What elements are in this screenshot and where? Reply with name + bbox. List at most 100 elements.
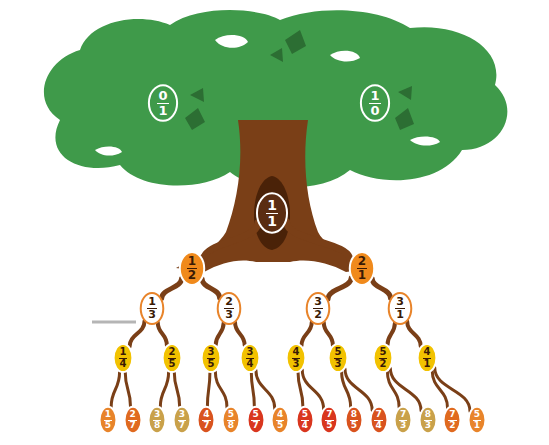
denominator: 5 [325, 421, 333, 430]
fraction-node: 83 [419, 406, 437, 434]
numerator: 4 [276, 410, 284, 420]
canopy-gap [215, 35, 248, 48]
fraction: 47 [202, 410, 210, 430]
denominator: 3 [399, 421, 407, 430]
numerator: 1 [187, 255, 197, 269]
denominator: 1 [473, 421, 481, 430]
fraction-node: 10 [360, 84, 390, 122]
branch [388, 323, 395, 345]
leaf-cluster [185, 88, 205, 130]
denominator: 1 [157, 104, 168, 118]
leaf-cluster [270, 30, 306, 62]
numerator: 3 [153, 410, 161, 420]
fraction-node: 57 [247, 406, 265, 434]
numerator: 5 [334, 347, 343, 359]
denominator: 8 [153, 421, 161, 430]
numerator: 7 [448, 410, 456, 420]
denominator: 7 [178, 421, 186, 430]
numerator: 0 [157, 89, 168, 104]
fraction: 31 [395, 296, 405, 320]
branch [302, 322, 312, 345]
numerator: 2 [168, 347, 177, 359]
branch [204, 223, 258, 260]
fraction: 83 [424, 410, 432, 430]
fraction: 58 [227, 410, 235, 430]
branch [256, 370, 275, 409]
fraction-node: 58 [222, 406, 240, 434]
branch [287, 222, 351, 261]
fraction: 72 [448, 410, 456, 430]
branch [111, 372, 119, 407]
numerator: 3 [246, 347, 255, 359]
numerator: 7 [399, 410, 407, 420]
branch [207, 373, 209, 406]
fraction: 34 [246, 347, 255, 369]
denominator: 3 [424, 421, 432, 430]
fraction-node: 38 [148, 406, 166, 434]
fraction-node: 31 [388, 292, 412, 325]
canopy-gap [95, 146, 122, 155]
fraction: 27 [128, 410, 136, 430]
numerator: 8 [350, 410, 358, 420]
fraction-node: 74 [370, 406, 388, 434]
fraction: 13 [147, 296, 157, 320]
fraction-node: 51 [468, 406, 486, 434]
fraction: 10 [369, 89, 380, 117]
denominator: 4 [119, 359, 128, 370]
fraction: 43 [292, 347, 301, 369]
denominator: 1 [266, 214, 278, 229]
denominator: 5 [350, 421, 358, 430]
fraction: 73 [399, 410, 407, 430]
fraction: 41 [423, 347, 432, 369]
numerator: 4 [292, 347, 301, 359]
denominator: 5 [276, 421, 284, 430]
fraction-node: 13 [140, 292, 164, 325]
fraction-node: 23 [217, 292, 241, 325]
numerator: 5 [301, 410, 309, 420]
branch [435, 368, 470, 412]
numerator: 5 [227, 410, 235, 420]
branch [216, 323, 224, 345]
fraction: 25 [168, 347, 177, 369]
fraction-node: 53 [328, 343, 348, 373]
trunk-hollow [254, 176, 290, 250]
denominator: 3 [292, 359, 301, 370]
denominator: 4 [301, 421, 309, 430]
denominator: 2 [448, 421, 456, 430]
numerator: 5 [251, 410, 259, 420]
fraction-node: 34 [240, 343, 260, 373]
numerator: 1 [266, 198, 278, 214]
branch [372, 279, 390, 298]
branch [125, 373, 130, 407]
branch [302, 370, 323, 410]
fraction-node: 43 [286, 343, 306, 373]
branch [202, 279, 219, 298]
fraction: 21 [357, 255, 367, 281]
denominator: 2 [313, 309, 323, 321]
fraction-node: 45 [271, 406, 289, 434]
numerator: 4 [423, 347, 432, 359]
branch [251, 373, 254, 406]
denominator: 5 [207, 359, 216, 370]
denominator: 1 [357, 269, 367, 282]
numerator: 7 [325, 410, 333, 420]
denominator: 2 [379, 359, 388, 370]
denominator: 5 [168, 359, 177, 370]
denominator: 7 [251, 421, 259, 430]
fraction: 53 [334, 347, 343, 369]
branch [160, 372, 168, 407]
denominator: 5 [104, 421, 112, 430]
fraction-node: 11 [256, 192, 288, 234]
branch [407, 321, 421, 346]
fraction: 57 [251, 410, 259, 430]
branch [158, 322, 167, 345]
fraction-node: 27 [124, 406, 142, 434]
branch [432, 371, 447, 408]
denominator: 8 [227, 421, 235, 430]
numerator: 8 [424, 410, 432, 420]
fraction-node: 52 [373, 343, 393, 373]
fraction-node: 72 [443, 406, 461, 434]
numerator: 1 [104, 410, 112, 420]
fraction: 75 [325, 410, 333, 430]
